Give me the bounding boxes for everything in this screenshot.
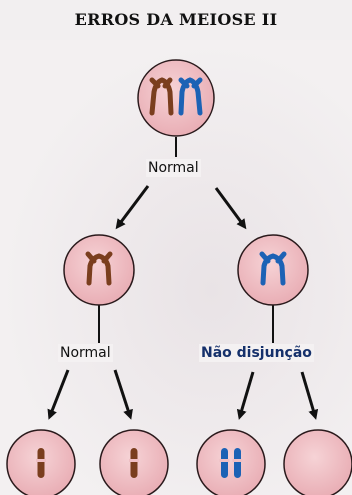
arrow-top-left (115, 185, 150, 230)
arrows (47, 185, 319, 420)
left-normal-label: Normal (58, 344, 113, 362)
arrow-right-right (300, 371, 319, 420)
arrow-left-right (113, 369, 133, 420)
top-cell (137, 59, 215, 137)
bottom-cell-2 (99, 429, 169, 495)
arrow-top-right (214, 187, 247, 230)
brown-chromatid-icon (129, 448, 139, 478)
left-middle-cell (63, 234, 135, 306)
top-normal-label: Normal (146, 159, 201, 177)
nondisjunction-label: Não disjunção (199, 344, 314, 362)
diagram-title: ERROS DA MEIOSE II (74, 10, 278, 29)
blue-chromatid-pair-icon (219, 448, 243, 478)
bottom-cell-1 (6, 429, 76, 495)
blue-chromosome-pair-icon (178, 77, 203, 116)
brown-chromatid-icon (36, 448, 46, 478)
bottom-cell-3 (196, 429, 266, 495)
blue-chromosome-icon (259, 251, 287, 286)
connector-lines (98, 137, 274, 343)
brown-chromosome-icon (85, 251, 113, 286)
arrow-right-left (236, 371, 255, 420)
arrow-left-left (47, 369, 70, 420)
bottom-cell-4-empty (283, 429, 352, 495)
brown-chromosome-pair-icon (149, 77, 174, 116)
right-middle-cell (237, 234, 309, 306)
